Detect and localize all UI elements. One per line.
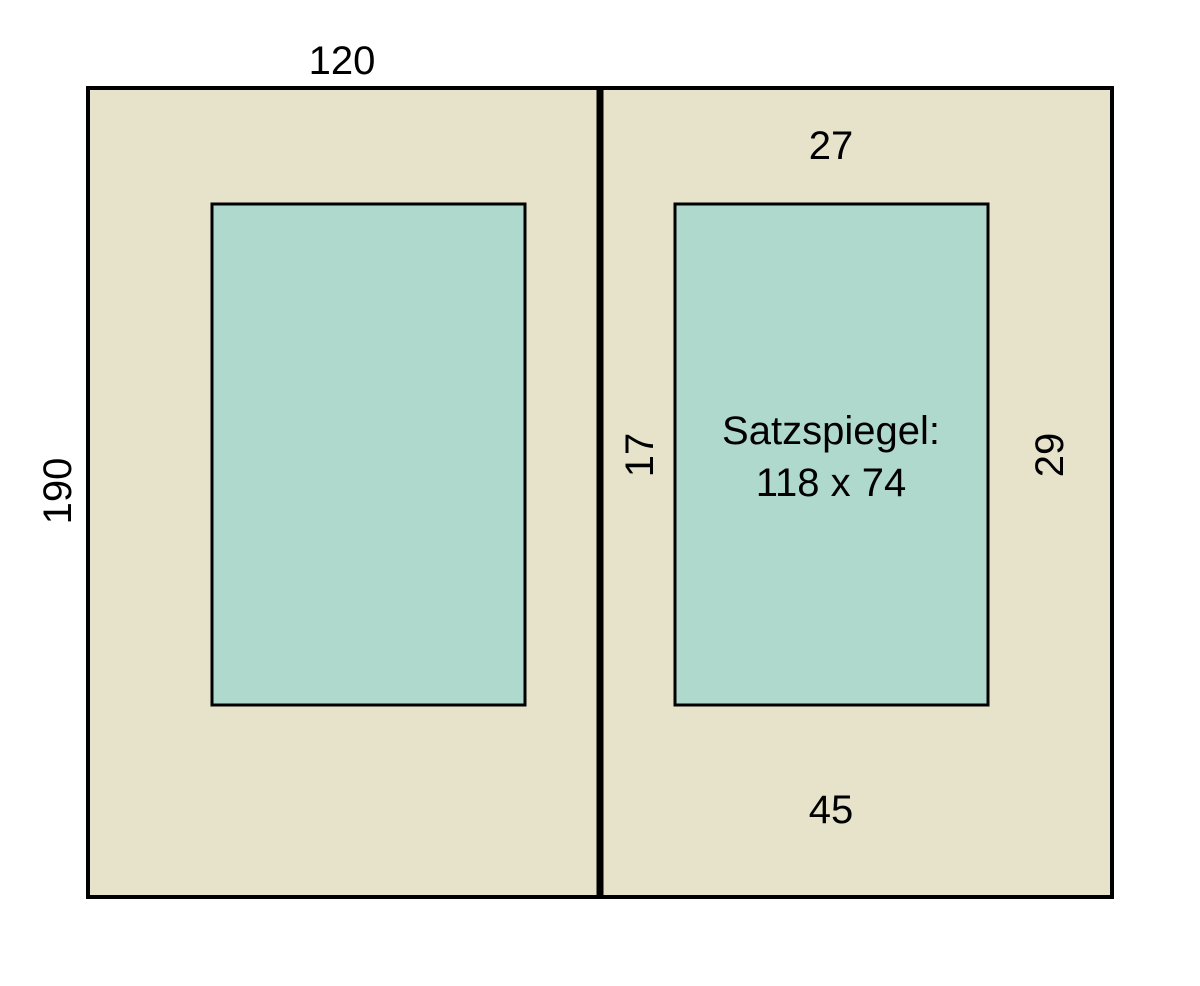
bottom-margin-label: 45	[809, 788, 854, 832]
right-text-area	[673, 202, 990, 707]
inner-margin-label: 17	[618, 433, 662, 478]
page-width-label: 120	[309, 39, 376, 83]
text-area-size: 118 x 74	[756, 461, 907, 505]
text-area-title: Satzspiegel:	[722, 409, 940, 453]
top-margin-label: 27	[809, 124, 854, 168]
page-height-label: 190	[36, 458, 80, 525]
outer-margin-label: 29	[1028, 433, 1072, 478]
left-text-area	[210, 202, 527, 707]
